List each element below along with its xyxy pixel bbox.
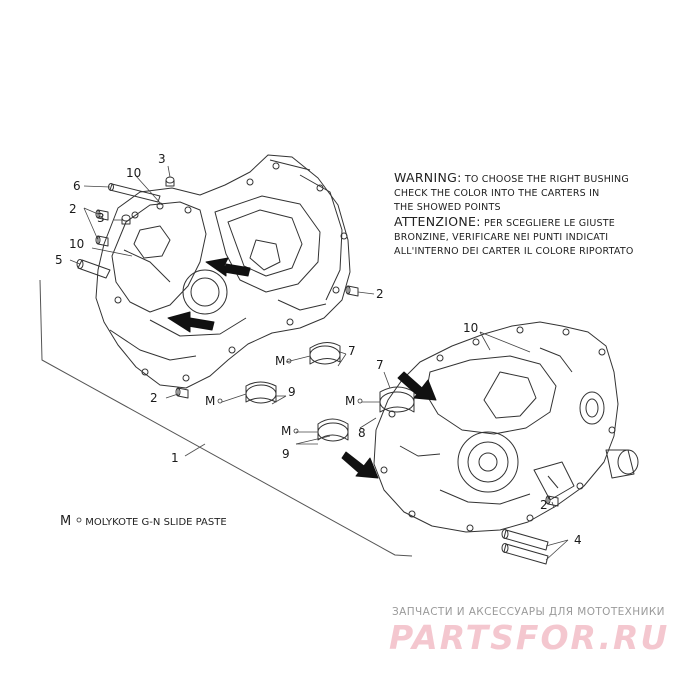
dowel-2a [95,209,109,221]
warning-en-line-1: TO CHOOSE THE RIGHT BUSHING [461,174,629,185]
pin-part-4b [501,543,549,565]
molykote-marker-7-right: M [345,394,356,408]
molykote-marker-9-right: M [281,424,292,438]
callout-1: 1 [171,451,179,465]
callout-3-left: 3 [97,211,105,225]
bushing-3a [165,176,175,187]
check-arrow-3-shaft [397,371,423,395]
callout-10-left: 10 [69,237,85,251]
warning-en-line-3: THE SHOWED POINTS [394,202,501,213]
warning-en-line-2: CHECK THE COLOR INTO THE CARTERS IN [394,188,600,199]
warning-it-line-3: ALL'INTERNO DEI CARTER IL COLORE RIPORTA… [394,246,634,257]
callout-2-right-bottom: 2 [540,498,548,512]
watermark-logo: PARTSFOR.RU [389,618,670,657]
check-arrow-1-shaft [223,263,251,277]
check-arrow-4-shaft [341,451,365,473]
bushing-shell-9-left [245,381,277,404]
pin-part-5 [76,259,111,279]
check-arrow-2-shaft [187,317,215,331]
legend-symbol: M [60,514,72,529]
callout-9-left: 9 [288,385,296,399]
leader-1 [184,443,206,457]
legend-text: MOLYKOTE G-N SLIDE PASTE [85,517,227,528]
pin-part-6 [108,183,161,203]
callout-7-left: 7 [348,344,356,358]
pin-part-4a [501,529,549,551]
callout-2-bottom: 2 [150,391,158,405]
watermark-subtitle: ЗАПЧАСТИ И АКСЕССУАРЫ ДЛЯ МОТОТЕХНИКИ [392,606,665,618]
warning-it-lead: ATTENZIONE: [394,214,481,229]
callout-10-top: 10 [126,166,142,180]
molykote-legend: M MOLYKOTE G-N SLIDE PASTE [60,514,227,529]
molykote-marker-9-left: M [205,394,216,408]
check-arrow-2-head [167,311,191,333]
bushing-shell-7-left [309,342,341,365]
callout-5: 5 [55,253,63,267]
check-point-arrows [167,257,437,479]
dowel-2d [175,387,189,399]
check-arrow-3-head [413,379,437,401]
warning-en-lead: WARNING: [394,170,462,185]
warning-it-line-2: BRONZINE, VERIFICARE NEI PUNTI INDICATI [394,232,609,243]
molykote-marks [76,358,363,523]
callout-2-left: 2 [69,202,77,216]
assembly-bracket-line [39,279,413,557]
warning-it-line-1: PER SCEGLIERE LE GIUSTE [480,218,615,229]
molykote-marker-7-left: M [275,354,286,368]
check-arrow-4-head [355,457,379,479]
dowel-2b [95,235,109,247]
callout-10-right: 10 [463,321,479,335]
dowel-2e [545,495,559,507]
warning-note: WARNING: TO CHOOSE THE RIGHT BUSHING CHE… [394,171,694,259]
dowel-2c [345,285,359,297]
callout-7-right: 7 [376,358,384,372]
left-crankcase-half [95,154,351,389]
callout-6: 6 [73,179,81,193]
right-crankcase-half [373,321,639,533]
callout-4: 4 [574,533,582,547]
callout-9-right: 9 [282,447,290,461]
callout-8: 8 [358,426,366,440]
callout-3-top: 3 [158,152,166,166]
bushing-3b [121,214,131,225]
callout-2-right-top: 2 [376,287,384,301]
leader-lines [69,165,569,561]
